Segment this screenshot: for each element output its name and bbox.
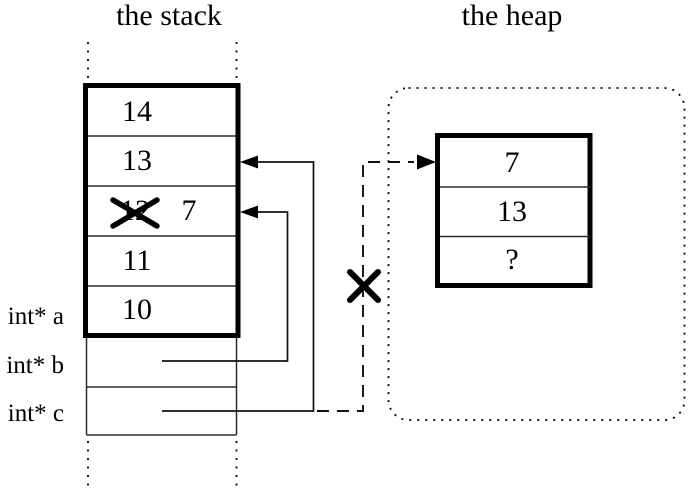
- heap-title: the heap: [461, 0, 563, 32]
- stack-cell-new-value: 7: [181, 194, 197, 227]
- heap-cell-value: ?: [505, 242, 519, 276]
- stack-cell-value: 11: [122, 244, 152, 277]
- stack-cell-value-crossed: 12: [120, 194, 150, 227]
- stack-cell-value: 10: [122, 292, 152, 326]
- stack-cell-value: 14: [122, 95, 152, 128]
- dangling-pointer-dashed-line: [317, 161, 414, 412]
- pointer-c-arrowhead-icon: [240, 155, 258, 169]
- pointer-b-arrowhead-icon: [240, 205, 258, 219]
- stack-cell-value: 13: [122, 144, 152, 177]
- invalid-pointer-x-icon: [347, 269, 381, 303]
- pointer-label-b: int* b: [6, 351, 64, 379]
- pointer-variable-cells: [85, 338, 238, 436]
- heap-cell-value: 7: [504, 145, 520, 179]
- pointer-label-c: int* c: [7, 399, 64, 427]
- heap-cell-value: 13: [497, 194, 527, 228]
- stack-title: the stack: [116, 0, 222, 32]
- dangling-pointer-arrowhead-icon: [417, 154, 436, 170]
- pointer-label-a: int* a: [7, 302, 64, 330]
